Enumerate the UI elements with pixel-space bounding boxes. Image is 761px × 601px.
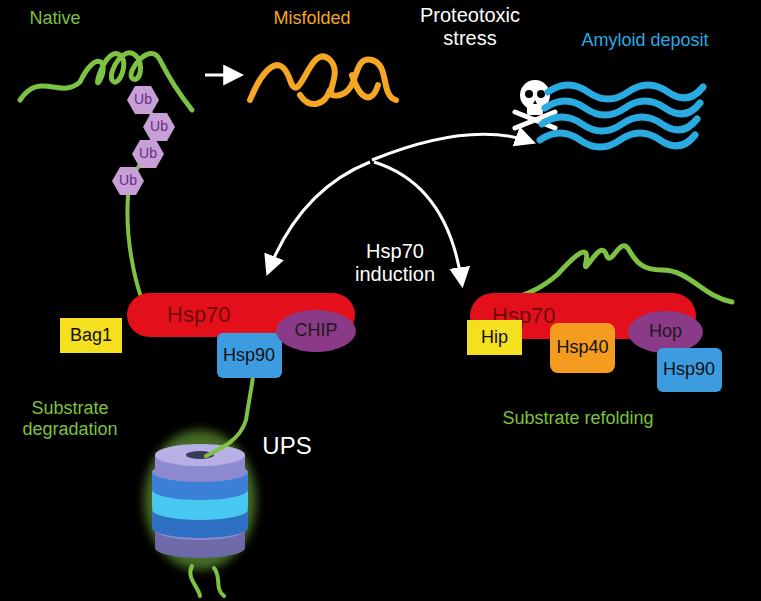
node-label: Ub — [150, 119, 168, 134]
stage-label: Amyloid deposit — [581, 30, 708, 51]
amyloid-fibrils — [540, 85, 703, 147]
stage-label: Native — [29, 8, 80, 29]
chaperone-box: Hsp90 — [657, 348, 722, 392]
outcome-label: Substrate degradation — [10, 398, 130, 439]
ubiquitin-hexagon: Ub — [112, 167, 144, 195]
complex-label: UPS — [262, 432, 311, 460]
misfolded-protein — [250, 56, 396, 104]
node-label: Ub — [134, 92, 152, 107]
node-label: Hsp90 — [663, 360, 715, 380]
cochaperone-box: Bag1 — [60, 318, 122, 353]
ubiquitin-hexagon: Ub — [127, 86, 159, 114]
arrow — [268, 162, 370, 272]
process-label: Hsp70 induction — [340, 240, 450, 286]
node-label: Ub — [139, 146, 157, 161]
native-protein — [20, 53, 192, 110]
hexagon-shape — [127, 86, 159, 114]
node-label: CHIP — [294, 321, 337, 341]
node-label: Hop — [649, 322, 682, 342]
cochaperone-ellipse: Hop — [628, 311, 703, 353]
chaperone-box: Hsp90 — [217, 333, 282, 378]
peptide-fragments — [190, 566, 224, 596]
node-label: Bag1 — [70, 326, 112, 346]
node-label: Hsp70 — [167, 303, 231, 327]
hexagon-shape — [143, 113, 175, 141]
stage-label: Misfolded — [273, 8, 350, 29]
arrow — [372, 134, 532, 160]
hexagon-shape — [132, 140, 164, 168]
node-label: Ub — [119, 173, 137, 188]
outcome-label: Substrate refolding — [502, 408, 653, 429]
node-label: Hip — [481, 328, 508, 348]
stress-label: Proteotoxic stress — [405, 4, 535, 50]
ligase-ellipse: CHIP — [276, 310, 356, 352]
cochaperone-box: Hip — [467, 320, 522, 355]
arrow — [205, 74, 240, 77]
node-label: Hsp90 — [223, 346, 275, 366]
cochaperone-box: Hsp40 — [550, 323, 615, 373]
hexagon-shape — [112, 167, 144, 195]
ellipse-shape — [276, 310, 356, 352]
ubiquitin-hexagon: Ub — [143, 113, 175, 141]
proteasome — [144, 430, 256, 570]
ubiquitin-hexagon: Ub — [132, 140, 164, 168]
node-label: Hsp40 — [556, 338, 608, 358]
ellipse-shape — [628, 311, 703, 353]
